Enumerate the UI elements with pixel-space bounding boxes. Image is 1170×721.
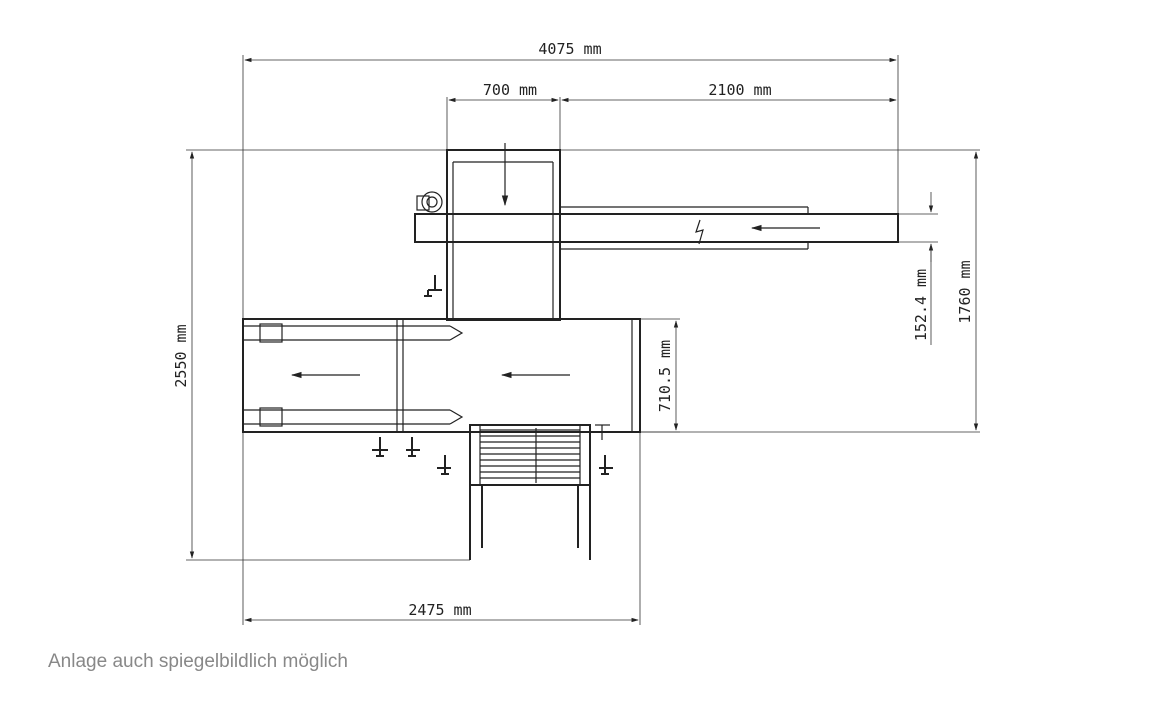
label-overall-depth: 2550 mm — [172, 324, 190, 387]
handwheel-icon — [599, 455, 613, 475]
dimension-return-gap: 152.4 mm — [898, 192, 938, 345]
label-transfer-width: 710.5 mm — [656, 340, 674, 412]
label-infeed-width: 700 mm — [483, 81, 537, 99]
motor-icon — [421, 191, 443, 213]
handwheel-icon — [424, 275, 442, 297]
dimension-transfer-width: 710.5 mm — [640, 318, 680, 433]
label-return-offset: 1760 mm — [956, 260, 974, 323]
dimension-return-offset: 1760 mm — [560, 149, 980, 433]
label-return-length: 2100 mm — [708, 81, 771, 99]
caption-mirror-note: Anlage auch spiegelbildlich möglich — [48, 651, 348, 672]
dimension-infeed-and-return: 700 mm 2100 mm — [446, 81, 897, 150]
dimension-overall-width: 4075 mm — [242, 40, 899, 320]
dimension-base-width: 2475 mm — [242, 432, 641, 625]
return-conveyor — [414, 191, 899, 250]
label-base-width: 2475 mm — [408, 601, 471, 619]
handwheel-icon — [437, 455, 451, 475]
infeed-column — [446, 143, 561, 321]
label-overall-width: 4075 mm — [538, 40, 601, 58]
dimension-overall-depth: 2550 mm — [172, 149, 470, 561]
handwheel-icon — [372, 437, 388, 457]
roller-outfeed — [469, 424, 610, 560]
transfer-table — [242, 318, 641, 433]
handwheel-icon — [406, 437, 420, 457]
label-return-gap: 152.4 mm — [912, 269, 930, 341]
machine-layout-drawing: 4075 mm 700 mm 2100 mm 2550 mm 1760 mm 1… — [172, 40, 980, 625]
hand-wheels — [372, 275, 613, 475]
